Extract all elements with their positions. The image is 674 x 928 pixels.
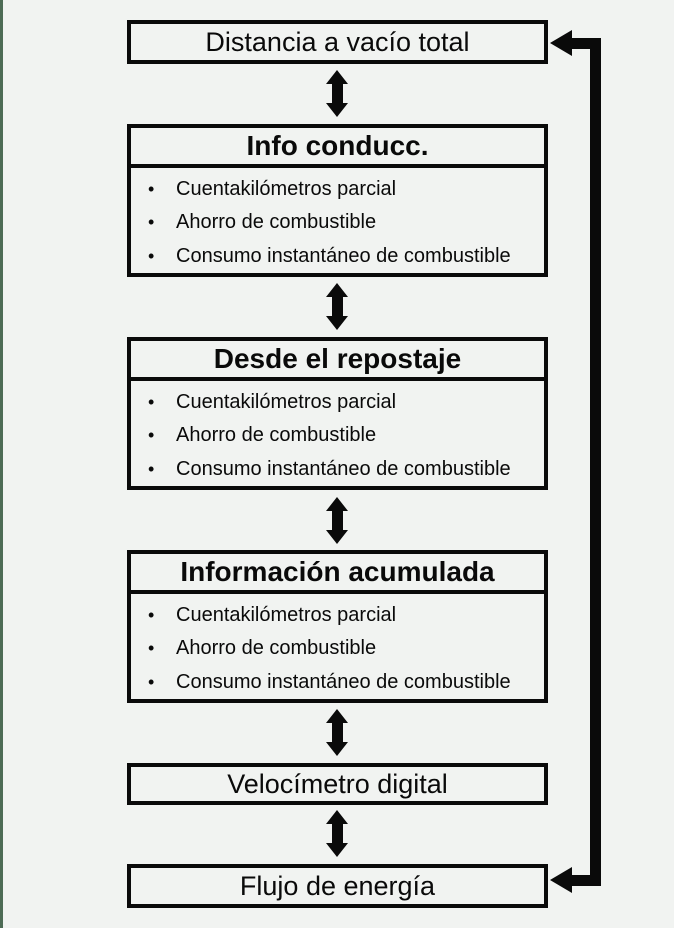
bullet-icon: •: [148, 672, 155, 693]
node-flujo-de-energia: Flujo de energía: [127, 864, 548, 908]
arrow-down-icon: [326, 530, 348, 544]
page-edge-accent: [0, 0, 3, 928]
node-distancia-a-vacio-total: Distancia a vacío total: [127, 20, 548, 64]
list-item-label: Ahorro de combustible: [176, 424, 377, 447]
list-item: • Cuentakilómetros parcial: [148, 605, 538, 625]
double-arrow-connector: [326, 709, 348, 756]
node-title: Distancia a vacío total: [205, 27, 470, 57]
node-desde-el-repostaje: Desde el repostaje • Cuentakilómetros pa…: [127, 337, 548, 490]
node-header: Desde el repostaje: [131, 341, 544, 381]
list-item-label: Ahorro de combustible: [176, 637, 377, 660]
node-header: Info conducc.: [131, 128, 544, 168]
double-arrow-connector: [326, 70, 348, 117]
bullet-icon: •: [148, 246, 155, 267]
bullet-icon: •: [148, 212, 155, 233]
list-item-label: Cuentakilómetros parcial: [176, 603, 397, 626]
node-title: Flujo de energía: [239, 871, 436, 901]
list-item-label: Consumo instantáneo de combustible: [176, 458, 511, 481]
return-loop-line: [590, 38, 601, 886]
arrow-up-icon: [326, 709, 348, 723]
list-item: • Consumo instantáneo de combustible: [148, 459, 538, 479]
node-item-list: • Cuentakilómetros parcial • Ahorro de c…: [131, 168, 544, 277]
list-item: • Cuentakilómetros parcial: [148, 179, 538, 199]
list-item-label: Ahorro de combustible: [176, 211, 377, 234]
return-loop-bottom-segment: [571, 875, 601, 886]
bullet-icon: •: [148, 638, 155, 659]
node-item-list: • Cuentakilómetros parcial • Ahorro de c…: [131, 594, 544, 703]
node-title: Info conducc.: [246, 130, 429, 161]
double-arrow-connector: [326, 283, 348, 330]
arrow-down-icon: [326, 742, 348, 756]
arrow-down-icon: [326, 843, 348, 857]
return-loop-top-segment: [571, 38, 601, 49]
node-header: Información acumulada: [131, 554, 544, 594]
bullet-icon: •: [148, 178, 155, 199]
bullet-icon: •: [148, 604, 155, 625]
double-arrow-connector: [326, 810, 348, 857]
return-arrow-bottom-icon: [550, 867, 572, 893]
bullet-icon: •: [148, 425, 155, 446]
node-velocimetro-digital: Velocímetro digital: [127, 763, 548, 805]
node-item-list: • Cuentakilómetros parcial • Ahorro de c…: [131, 381, 544, 490]
list-item: • Ahorro de combustible: [148, 425, 538, 445]
arrow-up-icon: [326, 70, 348, 84]
list-item: • Ahorro de combustible: [148, 638, 538, 658]
arrow-up-icon: [326, 283, 348, 297]
double-arrow-connector: [326, 497, 348, 544]
list-item-label: Cuentakilómetros parcial: [176, 177, 397, 200]
arrow-down-icon: [326, 103, 348, 117]
bullet-icon: •: [148, 459, 155, 480]
arrow-up-icon: [326, 497, 348, 511]
node-info-conducc: Info conducc. • Cuentakilómetros parcial…: [127, 124, 548, 277]
node-title: Desde el repostaje: [213, 343, 462, 374]
arrow-down-icon: [326, 316, 348, 330]
list-item-label: Consumo instantáneo de combustible: [176, 245, 511, 268]
return-arrow-top-icon: [550, 30, 572, 56]
list-item: • Consumo instantáneo de combustible: [148, 672, 538, 692]
node-title: Información acumulada: [180, 556, 495, 587]
list-item-label: Cuentakilómetros parcial: [176, 390, 397, 413]
list-item: • Ahorro de combustible: [148, 212, 538, 232]
list-item-label: Consumo instantáneo de combustible: [176, 671, 511, 694]
node-title: Velocímetro digital: [227, 769, 448, 799]
arrow-up-icon: [326, 810, 348, 824]
list-item: • Cuentakilómetros parcial: [148, 392, 538, 412]
list-item: • Consumo instantáneo de combustible: [148, 246, 538, 266]
node-informacion-acumulada: Información acumulada • Cuentakilómetros…: [127, 550, 548, 703]
bullet-icon: •: [148, 391, 155, 412]
